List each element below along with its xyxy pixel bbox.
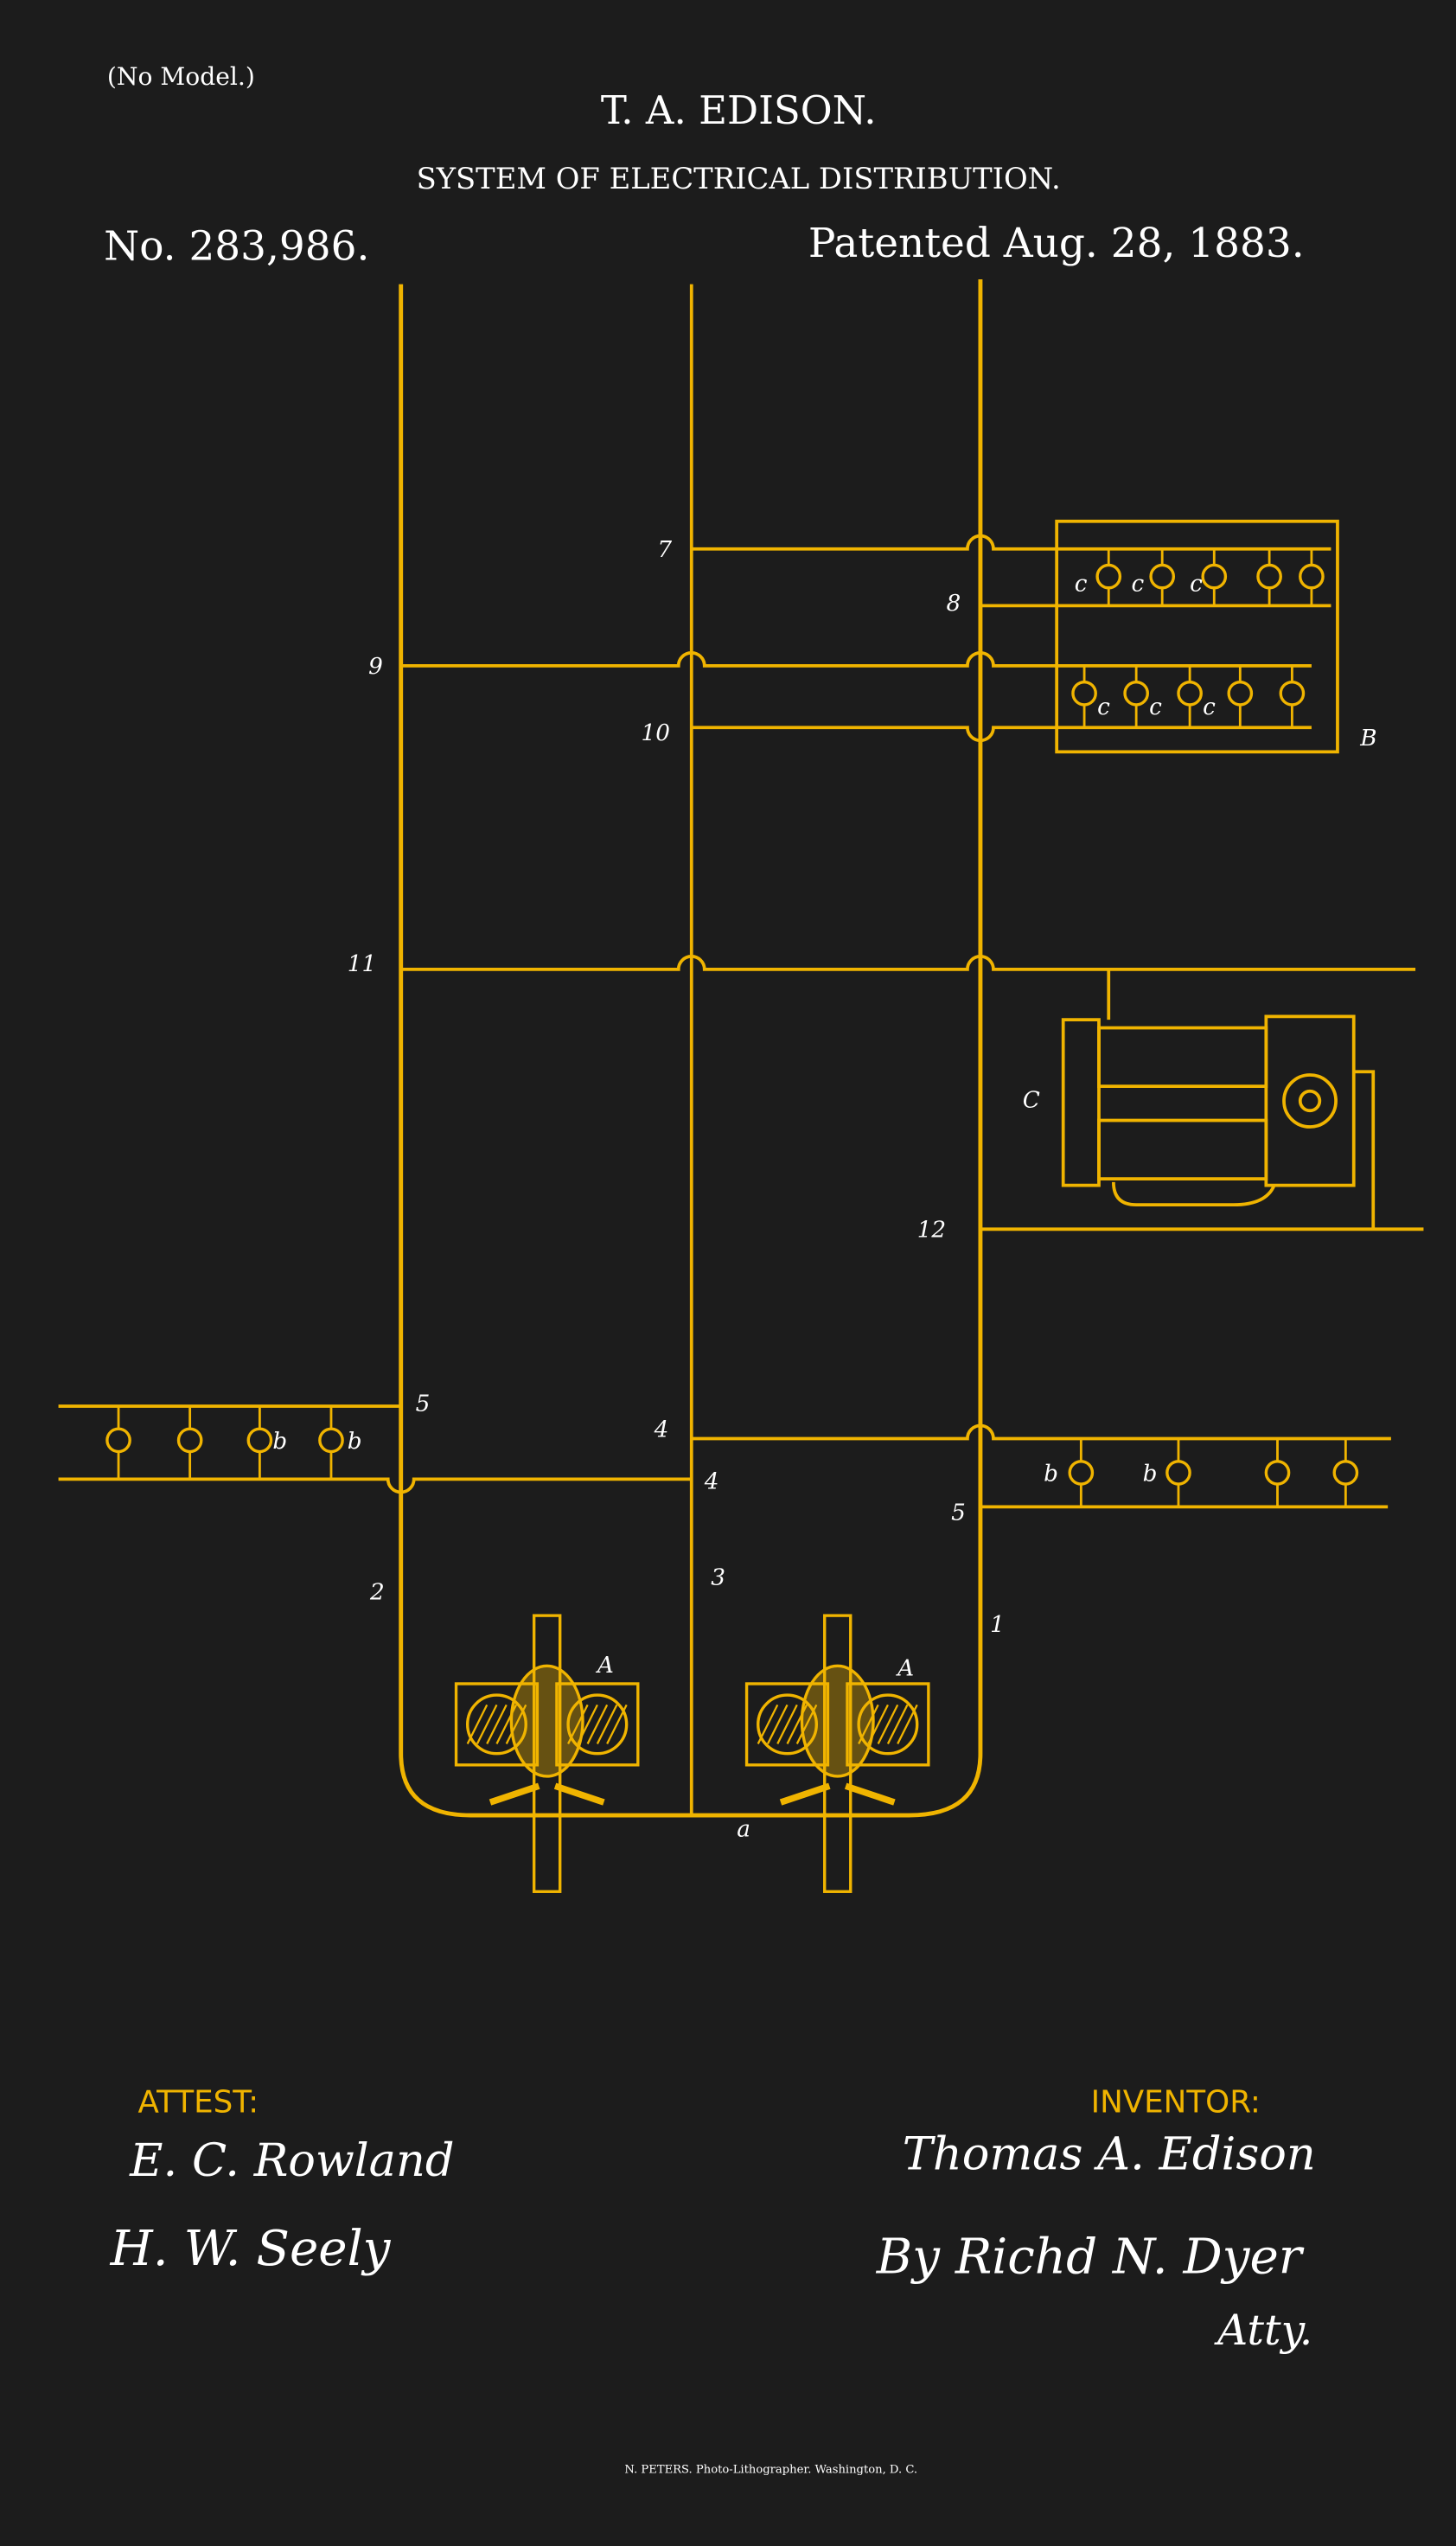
- label-11: 11: [348, 951, 376, 977]
- label-7: 7: [657, 537, 672, 563]
- lamp: [1178, 682, 1201, 705]
- conductor-4: [692, 1425, 1391, 1438]
- label-c: c: [1203, 694, 1216, 720]
- lamp: [1300, 565, 1323, 587]
- label-c: c: [1075, 572, 1088, 598]
- circuit-lines: [59, 279, 1424, 1815]
- label-b: b: [348, 1429, 362, 1455]
- lamp: [320, 1429, 342, 1451]
- label-5-right: 5: [951, 1500, 966, 1526]
- label-C: C: [1023, 1088, 1040, 1114]
- label-10: 10: [642, 720, 670, 746]
- lamp: [1203, 565, 1225, 587]
- conductor-10: [692, 727, 1312, 740]
- patent-number: No. 283,986.: [104, 223, 369, 271]
- witness-signature-1: E. C. Rowland: [129, 2134, 454, 2187]
- label-b: b: [1143, 1461, 1158, 1487]
- lamp: [1125, 682, 1147, 705]
- inventor-label: INVENTOR:: [1091, 2085, 1261, 2121]
- conductor-9: [401, 653, 1312, 666]
- lamp: [1229, 682, 1251, 705]
- lamp: [1266, 1462, 1288, 1484]
- attorney-title: Atty.: [1214, 2306, 1312, 2355]
- witness-signature-2: H. W. Seely: [110, 2221, 392, 2277]
- lamp: [1097, 565, 1120, 587]
- label-B: B: [1359, 726, 1376, 752]
- motor-c: [1063, 969, 1374, 1229]
- label-4-upper: 4: [654, 1417, 669, 1443]
- label-c: c: [1190, 572, 1203, 598]
- label-c: c: [1149, 694, 1162, 720]
- inventor-signature: Thomas A. Edison: [903, 2127, 1316, 2180]
- label-5-left: 5: [416, 1391, 431, 1417]
- label-12: 12: [917, 1218, 946, 1244]
- inventor-name: T. A. EDISON.: [601, 87, 877, 133]
- label-8: 8: [947, 591, 961, 617]
- lamp: [1280, 682, 1303, 705]
- lithographer-credit: N. PETERS. Photo-Lithographer. Washingto…: [624, 2463, 917, 2476]
- patent-title: SYSTEM OF ELECTRICAL DISTRIBUTION.: [417, 162, 1061, 195]
- attorney-signature: By Richd N. Dyer: [876, 2229, 1305, 2285]
- label-b: b: [272, 1429, 287, 1455]
- conductor-4-left: [59, 1479, 692, 1492]
- label-A-right: A: [896, 1656, 914, 1682]
- lamp: [1151, 565, 1173, 587]
- conductor-11: [401, 956, 1415, 969]
- label-2: 2: [369, 1579, 385, 1605]
- lamp: [1334, 1462, 1357, 1484]
- lamp: [248, 1429, 271, 1451]
- lamp: [107, 1429, 130, 1451]
- label-b: b: [1044, 1461, 1058, 1487]
- label-9: 9: [368, 654, 383, 680]
- label-c: c: [1132, 572, 1145, 598]
- label-c: c: [1097, 694, 1110, 720]
- attest-label: ATTEST:: [138, 2085, 259, 2121]
- label-4-lower: 4: [704, 1469, 719, 1495]
- patent-date: Patented Aug. 28, 1883.: [808, 220, 1305, 267]
- label-3: 3: [711, 1564, 725, 1590]
- label-1: 1: [990, 1612, 1005, 1638]
- lamp: [1258, 565, 1280, 587]
- lamp: [1167, 1462, 1190, 1484]
- lamp: [1070, 1462, 1092, 1484]
- label-A-left: A: [596, 1653, 614, 1679]
- conductor-7: [692, 536, 1331, 549]
- lamp: [179, 1429, 201, 1451]
- label-a: a: [737, 1816, 750, 1842]
- lamp: [1073, 682, 1095, 705]
- model-note: (No Model.): [107, 62, 255, 91]
